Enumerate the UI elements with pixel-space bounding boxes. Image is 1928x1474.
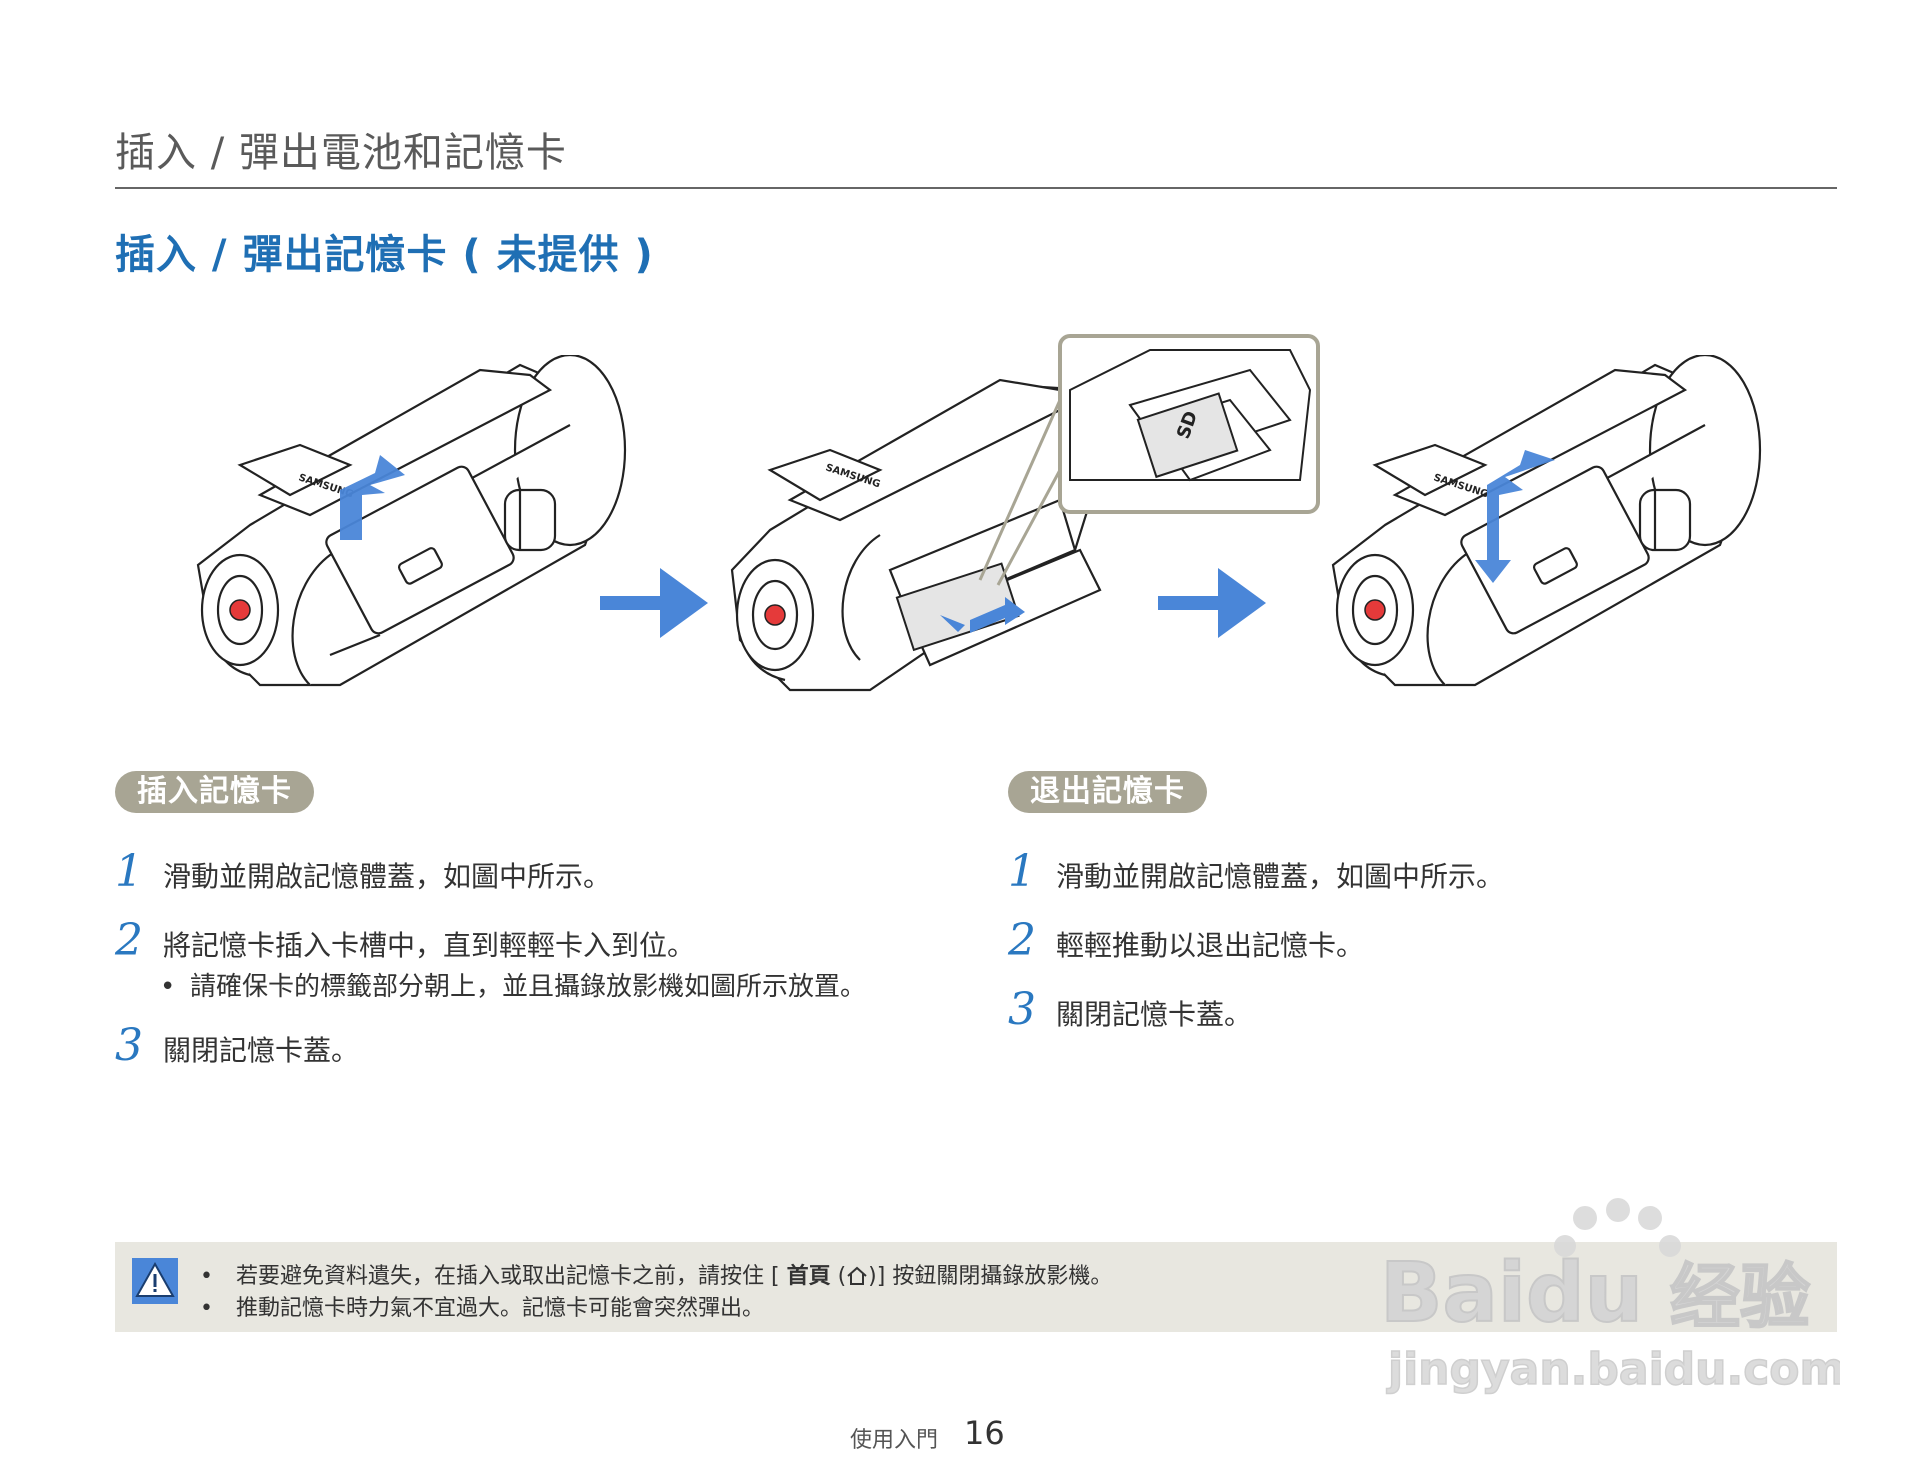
step-number: 2 <box>1008 915 1036 966</box>
step-text: 輕輕推動以退出記憶卡。 <box>1056 929 1365 962</box>
section-divider <box>115 187 1837 189</box>
step-text: 關閉記憶卡蓋。 <box>163 1034 360 1067</box>
page-heading: 插入 / 彈出記憶卡 ( 未提供 ) <box>115 232 654 278</box>
watermark-url: jingyan.baidu.com <box>1386 1344 1840 1395</box>
step-text: 滑動並開啟記憶體蓋，如圖中所示。 <box>1056 860 1505 893</box>
step-number: 2 <box>115 915 143 966</box>
arrow-right-icon <box>600 568 708 638</box>
step-number: 1 <box>1008 846 1036 897</box>
note-text: 推動記憶卡時力氣不宜過大。記憶卡可能會突然彈出。 <box>236 1296 765 1321</box>
home-icon <box>847 1266 867 1285</box>
watermark-suffix: 经验 <box>1670 1256 1810 1338</box>
page-number: 16 <box>964 1414 1005 1452</box>
insert-step-2-bullet: • 請確保卡的標籤部分朝上，並且攝錄放影機如圖所示放置。 <box>160 966 866 1003</box>
bullet-dot: • <box>200 1264 213 1289</box>
eject-card-label: 退出記憶卡 <box>1008 771 1207 813</box>
step-number: 1 <box>115 846 143 897</box>
slide-up-arrow-icon <box>340 455 405 540</box>
insert-card-label: 插入記憶卡 <box>115 771 314 813</box>
note-text-paren-open: ( <box>830 1264 847 1289</box>
note-line-1: • 若要避免資料遺失，在插入或取出記憶卡之前，請按住 [ 首頁 ()] 按鈕關閉攝… <box>200 1258 1112 1290</box>
eject-step-2: 2 輕輕推動以退出記憶卡。 <box>1008 915 1364 966</box>
step-text: 關閉記憶卡蓋。 <box>1056 998 1253 1031</box>
note-line-2: • 推動記憶卡時力氣不宜過大。記憶卡可能會突然彈出。 <box>200 1290 764 1322</box>
footer-section-label: 使用入門 <box>850 1428 939 1453</box>
baidu-watermark-logo: Baidu 经验 jingyan.baidu.com <box>1380 1198 1840 1396</box>
camcorder-open-cover-illustration: SAMSUNG <box>196 355 627 687</box>
camcorder-insert-card-illustration: SAMSUNG SD <box>730 334 1320 692</box>
insert-step-3: 3 關閉記憶卡蓋。 <box>115 1020 359 1071</box>
step-text: 滑動並開啟記憶體蓋，如圖中所示。 <box>163 860 612 893</box>
eject-step-3: 3 關閉記憶卡蓋。 <box>1008 984 1252 1035</box>
slide-down-arrow-icon <box>1475 450 1555 583</box>
insert-step-2: 2 將記憶卡插入卡槽中，直到輕輕卡入到位。 <box>115 915 695 966</box>
eject-step-1: 1 滑動並開啟記憶體蓋，如圖中所示。 <box>1008 846 1504 897</box>
bullet-dot: • <box>200 1296 213 1321</box>
bullet-text: 請確保卡的標籤部分朝上，並且攝錄放影機如圖所示放置。 <box>190 972 867 1002</box>
camcorder-close-cover-illustration: SAMSUNG <box>1331 355 1762 687</box>
note-text-pre: 若要避免資料遺失，在插入或取出記憶卡之前，請按住 [ <box>236 1264 787 1289</box>
step-number: 3 <box>115 1020 143 1071</box>
note-text-post: 按鈕關閉攝錄放影機。 <box>892 1264 1113 1289</box>
warning-note-box <box>115 1242 1837 1332</box>
note-text-paren-close: )] <box>868 1264 893 1289</box>
home-button-label: 首頁 <box>786 1264 831 1289</box>
bullet-dot: • <box>160 972 176 1002</box>
section-title: 插入 / 彈出電池和記憶卡 <box>115 130 567 176</box>
insert-step-1: 1 滑動並開啟記憶體蓋，如圖中所示。 <box>115 846 611 897</box>
step-number: 3 <box>1008 984 1036 1035</box>
arrow-right-icon-2 <box>1158 568 1266 638</box>
watermark-brand: Baidu <box>1380 1246 1643 1341</box>
warning-triangle-icon <box>132 1258 178 1304</box>
push-in-arrow-icon <box>940 597 1025 633</box>
step-text: 將記憶卡插入卡槽中，直到輕輕卡入到位。 <box>163 929 696 962</box>
